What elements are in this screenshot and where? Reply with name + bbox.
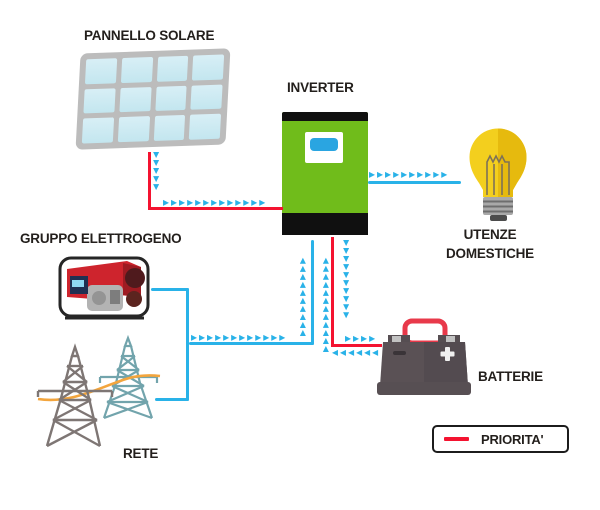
flow-battery-up-to-inverter-arrows: ▸▸▸▸▸▸▸▸▸▸▸▸ [318, 255, 332, 352]
inverter-label: INVERTER [287, 80, 354, 95]
bulb-filament [486, 154, 510, 195]
bus-to-inverter-line-vertical [311, 240, 314, 345]
flow-inverter-to-battery-right-arrows: ▸▸▸▸ [345, 331, 378, 345]
solar-cell [153, 115, 186, 141]
flow-bus-right-arrows: ▸▸▸▸▸▸▸▸▸▸▸▸ [191, 330, 288, 344]
bus-to-inverter-line-horizontal [189, 342, 314, 345]
legend-priority: PRIORITA' [432, 425, 569, 453]
grid-connector-line [155, 398, 189, 401]
legend-priority-label: PRIORITA' [481, 431, 544, 447]
solar-cell [81, 117, 114, 144]
solar-panel-icon [75, 48, 231, 150]
battery-label: BATTERIE [478, 369, 543, 384]
priority-line-solar-vertical [148, 152, 151, 210]
generator-label: GRUPPO ELETTROGENO [20, 231, 182, 246]
inverter-screen [305, 132, 343, 163]
inverter-display [310, 138, 338, 151]
inverter-top-bar [282, 112, 368, 121]
flow-inverter-to-household-arrows: ▸▸▸▸▸▸▸▸▸▸ [369, 167, 450, 181]
generator-connector-line [151, 288, 189, 291]
flow-bus-up-to-inverter-arrows: ▸▸▸▸▸▸▸▸▸▸ [295, 255, 309, 336]
solar-cell [119, 86, 152, 113]
legend-priority-line [444, 437, 469, 441]
solar-cell [117, 116, 150, 143]
flow-inverter-to-battery-down-arrows: ▸▸▸▸▸▸▸▸▸▸ [340, 240, 354, 321]
solar-cell [190, 84, 223, 111]
lightbulb-icon [469, 128, 527, 221]
solar-cell [192, 54, 225, 81]
battery-base [377, 382, 471, 395]
household-label: UTENZE DOMESTICHE [430, 225, 550, 263]
solar-cell [154, 85, 187, 112]
battery-plus [440, 347, 455, 361]
household-label-line2: DOMESTICHE [445, 246, 534, 261]
inverter-bottom-bar [282, 213, 368, 235]
flow-solar-to-inverter-arrows: ▸▸▸▸▸▸▸▸▸▸▸▸▸ [163, 195, 268, 209]
solar-cell [83, 87, 116, 114]
flow-battery-return-left-arrows: ▸▸▸▸▸▸ [330, 345, 379, 359]
battery-icon [377, 318, 471, 395]
grid-label: RETE [123, 446, 159, 461]
solar-cell [84, 58, 117, 85]
tower-gray [36, 343, 114, 448]
priority-line-battery-vertical [331, 237, 334, 347]
solar-panel-label: PANNELLO SOLARE [84, 28, 215, 43]
solar-cell [156, 55, 189, 82]
household-label-line1: UTENZE [463, 227, 517, 242]
priority-line-battery-horizontal [331, 344, 382, 347]
generator-icon [58, 256, 150, 320]
generator-grid-bus-line [186, 288, 189, 401]
flow-solar-down-arrows: ▸▸▸▸▸ [150, 152, 164, 193]
solar-cell [120, 56, 153, 83]
inverter-to-household-line [368, 181, 461, 184]
inverter-icon [282, 112, 368, 235]
solar-cell [189, 113, 222, 140]
power-towers-icon [36, 334, 161, 448]
battery-minus [393, 351, 406, 355]
bulb-tip [490, 215, 507, 221]
priority-line-solar-horizontal [148, 207, 283, 210]
